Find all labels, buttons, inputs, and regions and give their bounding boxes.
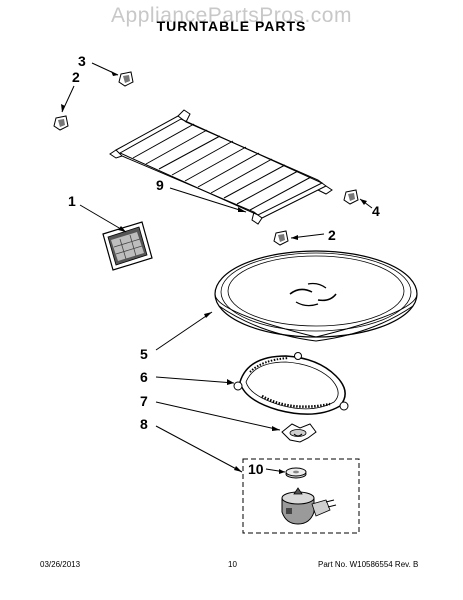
clip-part-2-left[interactable] <box>53 115 69 131</box>
clip-part-4[interactable] <box>343 189 359 205</box>
footer-page-number: 10 <box>228 560 237 569</box>
callout-7: 7 <box>140 393 148 409</box>
leader-8 <box>155 425 243 473</box>
page-title: TURNTABLE PARTS <box>156 18 307 34</box>
vent-cover-part-1[interactable] <box>102 221 153 271</box>
leader-9 <box>169 187 247 213</box>
callout-8: 8 <box>140 416 148 432</box>
leader-6 <box>155 376 235 384</box>
coupler-part-7[interactable] <box>281 423 317 443</box>
leader-7 <box>155 401 281 431</box>
arrow-1 <box>118 226 126 232</box>
arrow-10 <box>279 469 285 474</box>
roller-ring-part-6[interactable] <box>233 352 349 415</box>
callout-4: 4 <box>372 203 380 219</box>
arrow-2-right <box>291 235 298 240</box>
arrow-6 <box>227 379 234 385</box>
callout-1: 1 <box>68 193 76 209</box>
callout-6: 6 <box>140 369 148 385</box>
turntable-glass-part-5[interactable] <box>214 250 418 342</box>
callout-2-right: 2 <box>328 227 336 243</box>
motor-assembly-box-part-8[interactable] <box>242 458 360 534</box>
callout-2-left: 2 <box>72 69 80 85</box>
leader-5 <box>155 311 213 351</box>
arrow-7 <box>272 426 280 431</box>
arrow-8 <box>234 466 242 472</box>
callout-10: 10 <box>248 461 264 477</box>
watermark: AppliancePartsPros.com <box>111 4 352 27</box>
arrow-5 <box>204 312 212 318</box>
turntable-motor[interactable] <box>281 487 337 525</box>
footer-part-number: Part No. W10586554 Rev. B <box>318 560 419 569</box>
leader-1 <box>79 204 127 233</box>
callout-3: 3 <box>78 53 86 69</box>
motor-seal-part-10[interactable] <box>285 467 307 479</box>
arrow-2-left <box>61 104 65 112</box>
callout-9: 9 <box>156 177 164 193</box>
callout-5: 5 <box>140 346 148 362</box>
arrow-3 <box>111 71 118 76</box>
clip-part-3[interactable] <box>118 71 134 87</box>
wire-rack-part-9[interactable] <box>109 109 333 225</box>
arrow-4 <box>360 199 367 205</box>
clip-part-2-right[interactable] <box>273 230 289 246</box>
footer-date: 03/26/2013 <box>40 560 81 569</box>
arrow-9 <box>238 207 246 212</box>
